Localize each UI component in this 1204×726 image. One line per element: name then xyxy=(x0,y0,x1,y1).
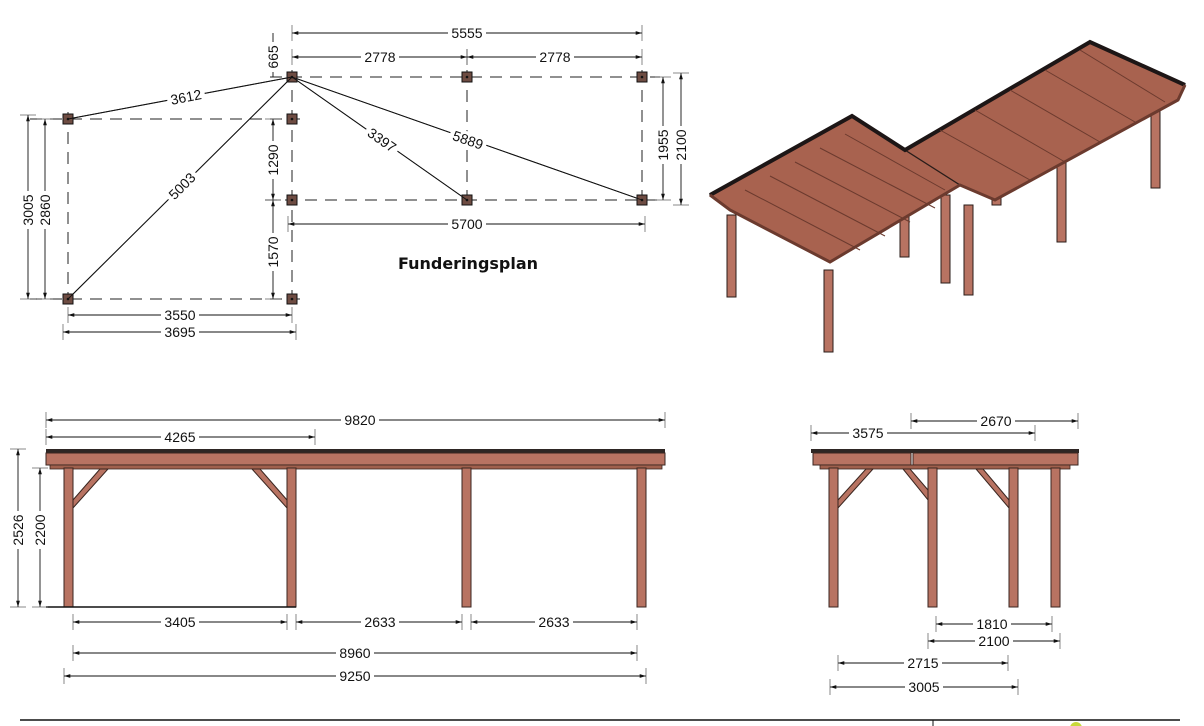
front-post xyxy=(1008,467,1019,608)
dimension-label: 2778 xyxy=(364,49,395,65)
side-roof-sheet xyxy=(46,449,665,453)
side-post xyxy=(636,467,647,608)
side-elevation-dimension: 4265 xyxy=(45,429,316,445)
foundation-post xyxy=(461,71,473,83)
front-elevation-dimension: 3005 xyxy=(829,679,1019,695)
dimension-label: 5889 xyxy=(451,127,486,152)
foundation-post xyxy=(286,113,298,125)
side-elevation xyxy=(45,449,666,608)
plan-dimension: 2778 xyxy=(466,49,643,65)
dimension-label: 2526 xyxy=(10,514,26,545)
front-elevation-dimension: 2100 xyxy=(927,633,1061,649)
dimension-label: 3612 xyxy=(169,86,203,108)
dimension-label: 2778 xyxy=(539,49,570,65)
front-roof-sheet xyxy=(811,449,1079,453)
side-elevation-dimension: 9820 xyxy=(45,412,666,428)
plan-dimension: 1955 xyxy=(655,76,671,201)
plan-dimension: 3550 xyxy=(67,307,293,323)
foundation-post xyxy=(636,71,648,83)
dimension-label: 4265 xyxy=(164,429,195,445)
plan-dimension: 5700 xyxy=(287,216,646,232)
foundation-plan: Funderingsplan xyxy=(30,70,660,305)
front-elevation-dimension: 2715 xyxy=(837,655,1009,671)
side-post xyxy=(461,467,472,608)
dimension-label: 3405 xyxy=(164,614,195,630)
plan-dimension: 3612 xyxy=(67,76,293,120)
side-braces xyxy=(72,468,288,510)
side-elevation-dimension: 2526 xyxy=(10,448,26,608)
plan-grid-lines xyxy=(30,70,660,305)
front-elevation-dimension: 3575 xyxy=(810,425,1036,441)
plan-title: Funderingsplan xyxy=(398,254,538,273)
dimension-label: 2100 xyxy=(673,129,689,160)
dimension-label: 3550 xyxy=(164,307,195,323)
dimension-label: 9820 xyxy=(344,412,375,428)
side-elevation-dimension: 2633 xyxy=(295,614,463,630)
plan-dimension: 2100 xyxy=(673,72,689,206)
side-post xyxy=(286,467,297,608)
front-elevation xyxy=(811,449,1079,608)
plan-dimension: 5003 xyxy=(67,76,293,300)
dimension-label: 3575 xyxy=(852,425,883,441)
dimension-label: 1290 xyxy=(265,144,281,175)
dimension-label: 8960 xyxy=(339,645,370,661)
side-elevation-dimension: 8960 xyxy=(72,645,638,661)
front-elevation-dimension: 2670 xyxy=(910,413,1079,429)
plan-dimension: 2860 xyxy=(37,118,53,300)
dimension-label: 5555 xyxy=(451,25,482,41)
plan-dimension: 3005 xyxy=(20,114,36,300)
plan-dimension: 3695 xyxy=(62,324,297,340)
side-elevation-dimension: 3405 xyxy=(72,614,288,630)
front-post xyxy=(828,467,839,608)
foundation-post xyxy=(286,194,298,206)
dimension-label: 3695 xyxy=(164,324,195,340)
dimension-label: 2715 xyxy=(907,655,938,671)
plan-dimension: 2778 xyxy=(291,49,468,65)
dimension-label: 2670 xyxy=(980,413,1011,429)
front-post xyxy=(927,467,938,608)
dimension-label: 2633 xyxy=(538,614,569,630)
side-beam xyxy=(49,464,663,470)
plan-dimension: 1290 xyxy=(265,118,281,201)
dimension-label: 1810 xyxy=(976,616,1007,632)
dimension-label: 1570 xyxy=(265,236,281,267)
front-braces xyxy=(837,468,1010,510)
dimension-label: 3005 xyxy=(908,679,939,695)
dimension-label: 2100 xyxy=(978,633,1009,649)
dimension-label: 3005 xyxy=(20,194,36,225)
dimension-label: 2633 xyxy=(364,614,395,630)
dimension-label: 5700 xyxy=(451,216,482,232)
side-elevation-dimension: 2633 xyxy=(470,614,638,630)
side-elevation-dimension: 2200 xyxy=(32,467,48,608)
front-post xyxy=(1050,467,1061,608)
isometric-view xyxy=(708,39,1187,353)
side-fascia xyxy=(45,452,666,466)
side-post xyxy=(63,467,74,608)
dimension-label: 1955 xyxy=(655,129,671,160)
dimension-label: 9250 xyxy=(339,668,370,684)
iso-roof xyxy=(708,39,1187,264)
plan-dimension: 1570 xyxy=(265,199,281,300)
logo-fragment xyxy=(1070,722,1082,726)
side-elevation-dimension: 9250 xyxy=(63,668,647,684)
dimension-label: 2200 xyxy=(32,514,48,545)
front-elevation-dimension: 1810 xyxy=(935,616,1053,632)
foundation-post xyxy=(286,293,298,305)
plan-diagonals xyxy=(67,76,643,300)
plan-dimension: 665 xyxy=(265,33,281,77)
plan-dimension: 5555 xyxy=(291,25,643,41)
dimension-label: 665 xyxy=(265,45,281,69)
plan-dimension: 3397 xyxy=(291,76,468,201)
dimension-label: 2860 xyxy=(37,194,53,225)
